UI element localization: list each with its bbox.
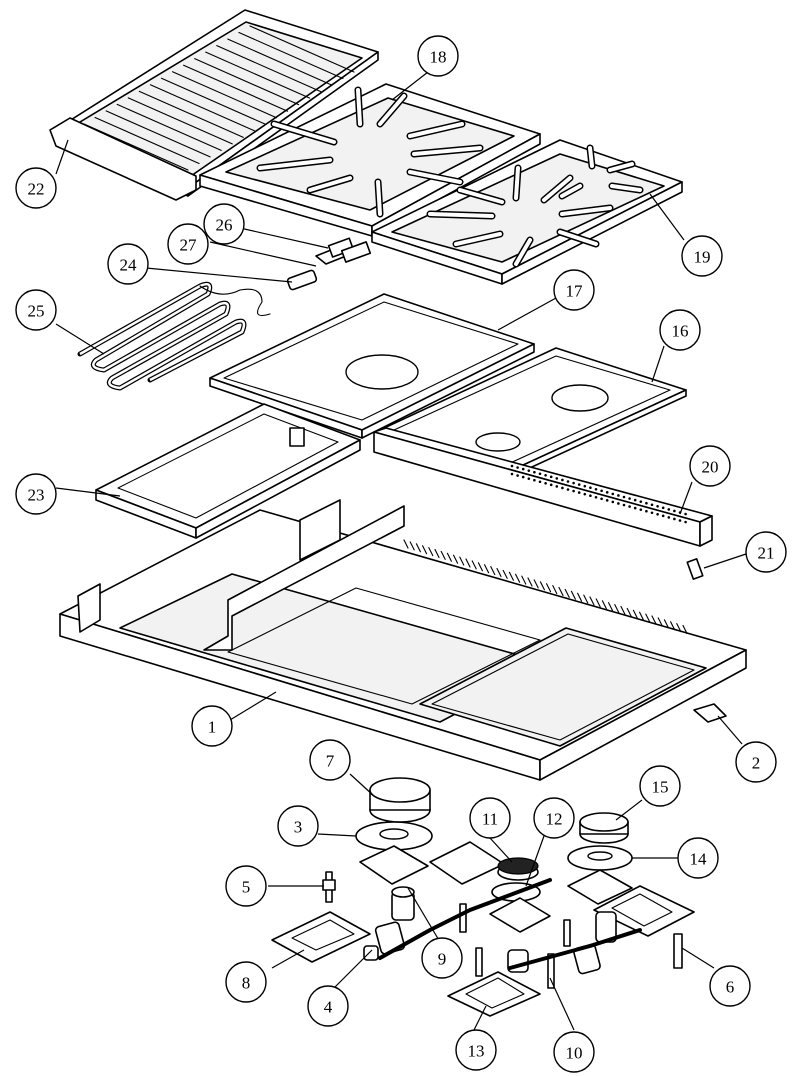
callout-13: 13 [455,1029,497,1071]
callout-number: 1 [208,718,217,737]
callout-5: 5 [225,865,267,907]
callout-circle [677,837,719,879]
callout-9: 9 [421,937,463,979]
callout-circle [469,797,511,839]
callout-circle [191,705,233,747]
callout-23: 23 [15,473,57,515]
screw-21 [686,558,704,580]
callout-number: 4 [324,998,333,1017]
callout-number: 22 [28,180,45,199]
callout-circle [309,739,351,781]
callout-number: 25 [28,302,45,321]
callout-circle [15,289,57,331]
callout-circle [689,445,731,487]
callout-number: 21 [758,544,775,563]
callout-27: 27 [167,223,209,265]
callout-number: 17 [566,282,584,301]
callout-number: 7 [326,752,335,771]
callout-number: 20 [702,458,719,477]
drip-pan-left [209,293,535,439]
callout-22: 22 [15,167,57,209]
callout-14: 14 [677,837,719,879]
callout-number: 27 [180,236,198,255]
callout-19: 19 [681,235,723,277]
large-burner-grate [199,83,541,237]
callout-20: 20 [689,445,731,487]
callout-circle [659,309,701,351]
callout-number: 18 [430,48,447,67]
callout-number: 11 [482,810,498,829]
callout-number: 14 [690,850,708,869]
callout-1: 1 [191,705,233,747]
callout-number: 2 [752,754,761,773]
callout-circle [709,965,751,1007]
callout-circle [639,765,681,807]
callout-number: 10 [566,1044,583,1063]
callout-circle [15,473,57,515]
callout-number: 3 [294,818,303,837]
bracket-parts [286,237,372,291]
callout-12: 12 [533,797,575,839]
callout-7: 7 [309,739,351,781]
griddle-support-tray [95,403,361,539]
callout-25: 25 [15,289,57,331]
heating-element-coil [77,281,271,391]
callout-number: 15 [652,778,669,797]
callout-circle [533,797,575,839]
control-panel-strip [373,427,713,547]
callout-3: 3 [277,805,319,847]
callout-26: 26 [203,203,245,245]
callout-15: 15 [639,765,681,807]
callout-16: 16 [659,309,701,351]
callout-number: 9 [438,950,447,969]
callout-circle [455,1029,497,1071]
callout-11: 11 [469,797,511,839]
callout-circle [417,35,459,77]
callout-circle [277,805,319,847]
callout-number: 23 [28,486,45,505]
callout-24: 24 [107,243,149,285]
callout-number: 16 [672,322,689,341]
callout-circle [203,203,245,245]
callout-circle [307,985,349,1027]
callout-circle [553,269,595,311]
callout-number: 6 [726,978,735,997]
callout-4: 4 [307,985,349,1027]
small-burner-grate [371,139,683,285]
callout-2: 2 [735,741,777,783]
callout-18: 18 [417,35,459,77]
callout-circle [225,961,267,1003]
leader-lines [55,71,747,1031]
left-burner-assembly [271,777,505,963]
callout-circle [107,243,149,285]
callout-circle [167,223,209,265]
callout-number: 26 [216,216,233,235]
callout-circle [15,167,57,209]
callout-circle [553,1031,595,1073]
clip-2 [693,703,727,723]
gas-manifold-tube [378,878,642,970]
right-burner-assembly [563,812,695,975]
callout-6: 6 [709,965,751,1007]
callout-circle [421,937,463,979]
callout-circle [225,865,267,907]
callout-number: 12 [546,810,563,829]
callout-10: 10 [553,1031,595,1073]
callout-number: 8 [242,974,251,993]
callout-circle [745,531,787,573]
callout-number: 13 [468,1042,485,1061]
callout-21: 21 [745,531,787,573]
callout-circle [735,741,777,783]
callout-circle [681,235,723,277]
callout-8: 8 [225,961,267,1003]
callout-17: 17 [553,269,595,311]
callout-number: 24 [120,256,138,275]
main-chassis-frame [59,499,747,781]
callout-number: 19 [694,248,711,267]
callout-number: 5 [242,878,251,897]
